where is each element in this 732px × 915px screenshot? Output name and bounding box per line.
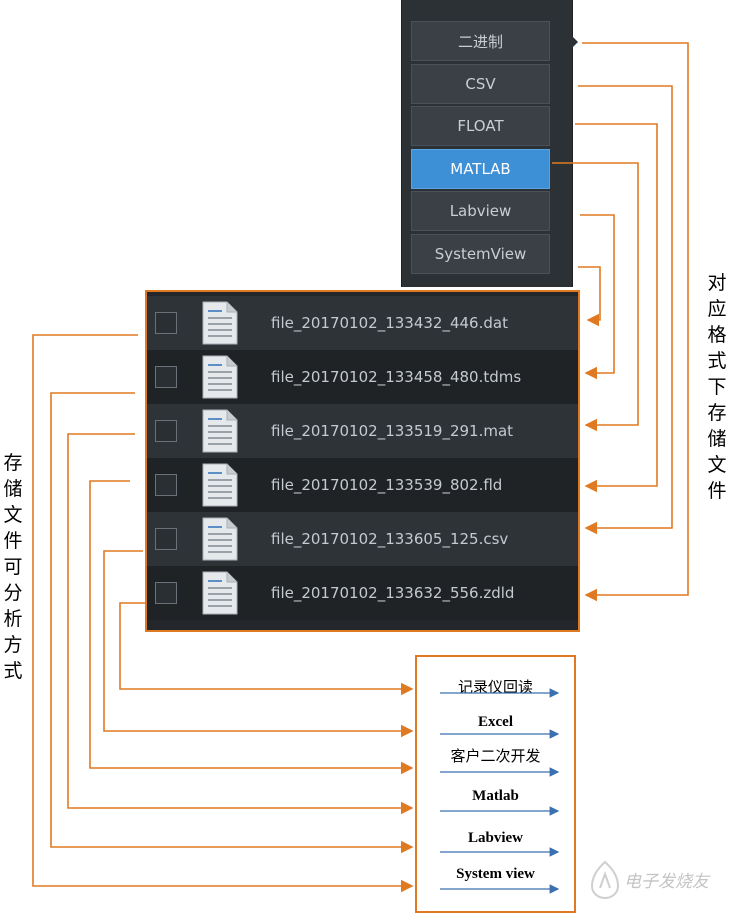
file-name: file_20170102_133605_125.csv [271,530,509,548]
connector-matlab-to-mat [552,162,639,432]
label-analysis-methods: 存储文件可分析方式 [3,452,23,682]
file-checkbox[interactable] [155,366,177,388]
format-button-float[interactable]: FLOAT [411,106,550,146]
format-button-csv[interactable]: CSV [411,64,550,104]
file-name: file_20170102_133432_446.dat [271,314,508,332]
connector-binary-to-dat [582,42,689,602]
file-row[interactable]: file_20170102_133605_125.csv [147,512,578,566]
connector-systemview-to-dat [578,266,601,327]
document-icon [202,355,238,399]
file-checkbox[interactable] [155,528,177,550]
analysis-item-custom-development: 客户二次开发 [450,747,541,765]
connector-fld-to-custom [89,480,414,775]
format-button-systemview[interactable]: SystemView [411,234,550,274]
label-corresponding-format-files: 对应格式下存储文件 [707,272,727,502]
connector-zdld-to-recorder [119,602,414,696]
analysis-item-recorder-playback: 记录仪回读 [457,678,533,696]
file-row[interactable]: file_20170102_133432_446.dat [147,296,578,350]
document-icon [202,301,238,345]
format-button-labview[interactable]: Labview [411,191,550,231]
file-name: file_20170102_133458_480.tdms [271,368,522,386]
file-checkbox[interactable] [155,474,177,496]
connector-float-to-fld [575,123,658,493]
analysis-item-excel: Excel [478,714,513,730]
document-icon [202,409,238,453]
document-icon [202,571,238,615]
format-menu-panel: 二进制 CSV FLOAT MATLAB Labview SystemView [401,0,578,287]
file-row[interactable]: file_20170102_133519_291.mat [147,404,578,458]
watermark-text: 电子发烧友 [624,872,709,892]
analysis-item-systemview: System view [456,866,535,882]
connector-mat-to-matlab [67,433,414,815]
analysis-methods-box: 记录仪回读 Excel 客户二次开发 Matlab Labview System… [415,655,576,913]
analysis-item-matlab: Matlab [472,788,519,804]
file-checkbox[interactable] [155,312,177,334]
document-icon [202,517,238,561]
file-list-panel: file_20170102_133432_446.dat file_201701… [145,290,580,632]
connector-csv-to-csvfile [578,85,673,535]
file-name: file_20170102_133632_556.zdld [271,584,515,602]
watermark: 电子发烧友 [588,852,728,907]
file-row[interactable]: file_20170102_133632_556.zdld [147,566,578,620]
file-name: file_20170102_133519_291.mat [271,422,514,440]
file-checkbox[interactable] [155,420,177,442]
format-button-binary[interactable]: 二进制 [411,21,550,61]
file-name: file_20170102_133539_802.fld [271,476,503,494]
file-row[interactable]: file_20170102_133458_480.tdms [147,350,578,404]
connector-csv-to-excel [103,550,414,738]
analysis-item-labview: Labview [467,830,523,846]
connector-dat-to-systemview [32,334,414,893]
document-icon [202,463,238,507]
watermark-logo-icon [590,860,620,900]
format-button-matlab[interactable]: MATLAB [411,149,550,189]
connector-labview-to-tdms [580,214,615,380]
connector-tdms-to-labview [50,392,414,854]
file-row[interactable]: file_20170102_133539_802.fld [147,458,578,512]
file-checkbox[interactable] [155,582,177,604]
